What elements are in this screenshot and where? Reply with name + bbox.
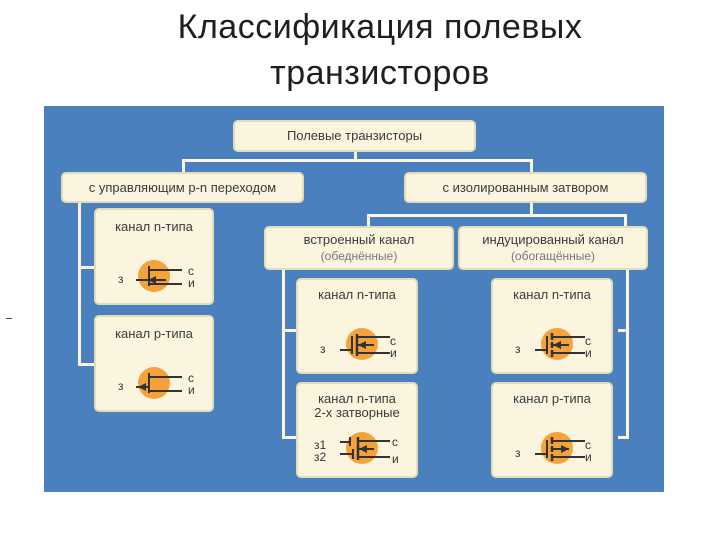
insulated-gate-label: с изолированным затвором [442, 180, 609, 195]
dash-mark [6, 318, 12, 319]
jfet-n-channel-box: канал n-типа з с и [94, 208, 214, 305]
induced-channel-label: индуцированный канал [482, 232, 624, 247]
jfet-n-channel-label: канал n-типа [115, 219, 193, 234]
source-pin-label: с [188, 264, 194, 278]
n-channel-jfet-symbol [136, 260, 182, 292]
p-channel-jfet-symbol [136, 367, 182, 399]
drain-pin-label: и [188, 383, 195, 397]
root-box: Полевые транзисторы [233, 120, 476, 152]
connector [78, 266, 96, 269]
induced-p-channel-label: канал р-типа [513, 391, 591, 406]
source-pin-label: с [188, 371, 194, 385]
built-in-n-channel-box: канал n-типа з с и [296, 278, 418, 374]
drain-pin-label: и [585, 346, 592, 360]
built-in-channel-sub: (обеднённые) [320, 249, 398, 263]
gate-pin-label: з [515, 342, 521, 356]
insulated-gate-box: с изолированным затвором [404, 172, 647, 203]
pn-junction-box: с управляющим р-n переходом [61, 172, 304, 203]
slide-title: Классификация полевых транзисторов [100, 4, 660, 96]
classification-diagram: Полевые транзисторы с управляющим р-n пе… [44, 106, 664, 492]
built-in-n-channel-label: канал n-типа [318, 287, 396, 302]
connector [624, 214, 627, 228]
drain-pin-label: и [390, 346, 397, 360]
connector [282, 269, 285, 439]
built-in-n-channel-mosfet-symbol [340, 328, 390, 360]
gate1-pin-label: з1 [314, 438, 327, 452]
connector [78, 202, 81, 366]
title-line-2: транзисторов [270, 54, 490, 92]
source-pin-label: с [585, 438, 591, 452]
connector [367, 214, 370, 228]
drain-pin-label: и [188, 276, 195, 290]
built-in-dual-gate-label: канал n-типа [318, 391, 396, 406]
connector [618, 436, 629, 439]
built-in-dual-gate-box: канал n-типа 2-х затворные з1 з2 с и [296, 382, 418, 478]
gate-pin-label: з [515, 446, 521, 460]
induced-p-channel-box: канал р-типа з с и [491, 382, 613, 478]
connector [282, 436, 298, 439]
connector [78, 363, 96, 366]
gate-pin-label: з [118, 272, 124, 286]
title-line-1: Классификация полевых [177, 8, 583, 46]
source-pin-label: с [585, 334, 591, 348]
induced-channel-sub: (обогащённые) [510, 249, 596, 263]
pn-junction-label: с управляющим р-n переходом [88, 180, 277, 195]
connector [530, 159, 533, 173]
connector [182, 159, 533, 162]
dual-gate-mosfet-symbol [340, 432, 390, 464]
connector [182, 159, 185, 173]
connector [618, 329, 629, 332]
induced-p-channel-mosfet-symbol [535, 432, 585, 464]
built-in-channel-label: встроенный канал [303, 232, 415, 247]
induced-n-channel-box: канал n-типа з с и [491, 278, 613, 374]
connector [354, 150, 357, 161]
connector [530, 202, 533, 216]
root-label: Полевые транзисторы [286, 128, 423, 143]
jfet-p-channel-box: канал р-типа з с и [94, 315, 214, 412]
connector [282, 329, 298, 332]
induced-n-channel-label: канал n-типа [513, 287, 591, 302]
source-pin-label: с [392, 435, 398, 449]
induced-channel-box: индуцированный канал (обогащённые) [458, 226, 648, 270]
gate-pin-label: з [320, 342, 326, 356]
connector [626, 269, 629, 439]
induced-n-channel-mosfet-symbol [535, 328, 585, 360]
built-in-channel-box: встроенный канал (обеднённые) [264, 226, 454, 270]
connector [367, 214, 627, 217]
jfet-p-channel-label: канал р-типа [115, 326, 193, 341]
drain-pin-label: и [585, 450, 592, 464]
gate2-pin-label: з2 [314, 450, 327, 464]
source-pin-label: с [390, 334, 396, 348]
built-in-dual-gate-sub: 2-х затворные [314, 405, 400, 420]
gate-pin-label: з [118, 379, 124, 393]
drain-pin-label: и [392, 452, 399, 466]
